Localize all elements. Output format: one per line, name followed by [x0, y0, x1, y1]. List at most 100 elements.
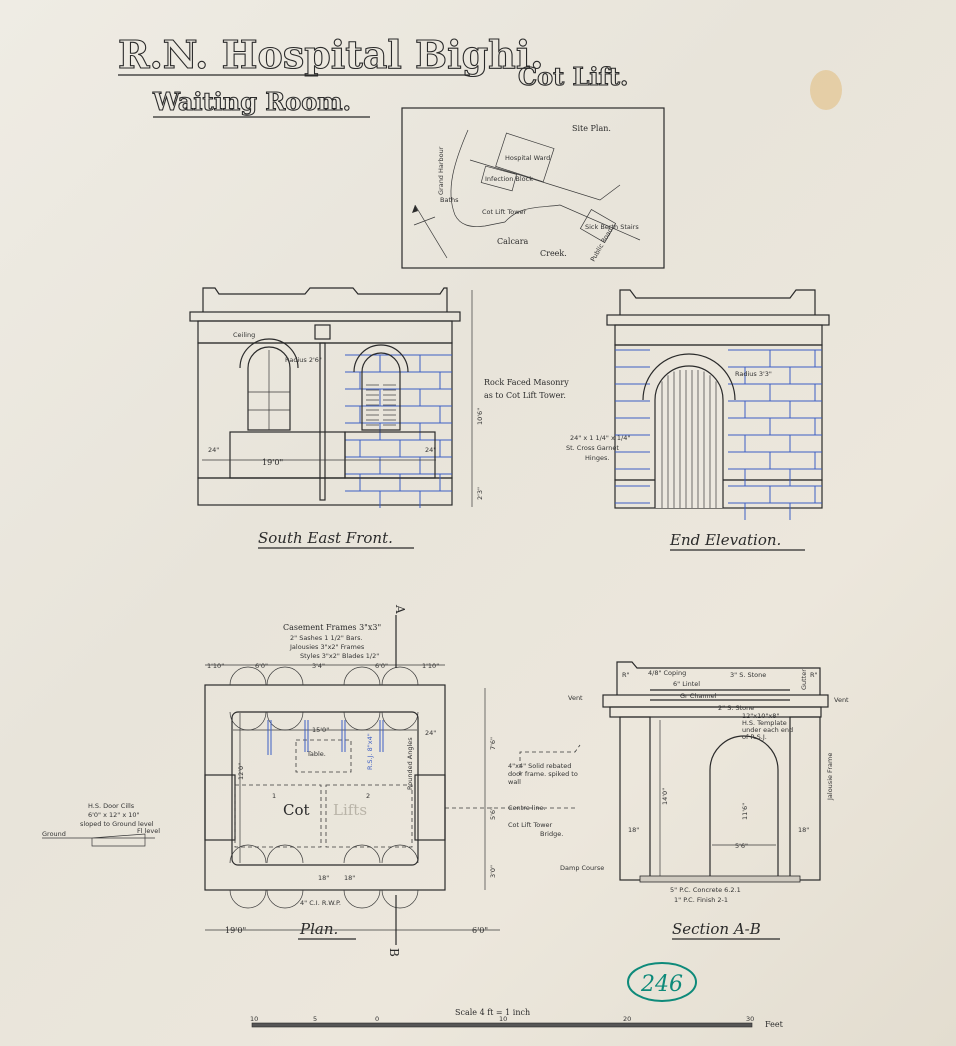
opening-dim: 5'6"	[735, 842, 748, 850]
scale-unit: Feet	[765, 1020, 784, 1029]
vent-right-label: Vent	[834, 696, 849, 704]
door-swing	[229, 666, 267, 686]
cot-lift-tower-label: Cot Lift Tower	[482, 208, 527, 216]
r-right-label: R"	[810, 671, 818, 679]
cot-label: Cot	[283, 801, 310, 819]
bridge-label-1: Cot Lift Tower	[508, 821, 553, 829]
rsj-note-1: 12"x10"x8"	[742, 712, 779, 720]
radius-label: Radius 2'6"	[285, 356, 322, 364]
rsj-note-2: H.S. Template	[742, 719, 787, 727]
overall-width-dimension: 19'0"	[225, 926, 246, 935]
damp-course-label: Damp Course	[560, 864, 604, 872]
concrete-label: 5" P.C. Concrete 6.2.1	[670, 886, 741, 894]
hinge-note-3: Hinges.	[585, 454, 609, 462]
section-height-dim: 14'0"	[661, 788, 669, 805]
ground-plan: Casement Frames 3"x3" 2" Sashes 1 1/2" B…	[42, 604, 581, 957]
hospital-ward-label: Hospital Ward	[505, 154, 550, 162]
masonry-note-1: Rock Faced Masonry	[484, 378, 569, 387]
door-swing	[229, 844, 267, 864]
scale-tick: 5	[313, 1015, 317, 1023]
finish-label: 1" P.C. Finish 2-1	[674, 896, 728, 904]
scale-tick: 0	[375, 1015, 379, 1023]
door-swing	[266, 711, 304, 731]
site-plan: Site Plan. Grand Harbour Hospital Ward I…	[401, 107, 665, 269]
depth-dimension: 12'0"	[237, 763, 245, 780]
sill-note-1: H.S. Door Cills	[88, 802, 135, 810]
sill-note-3: sloped to Ground level	[80, 820, 154, 828]
door-swing	[381, 711, 419, 731]
masonry-note-2: as to Cot Lift Tower.	[484, 391, 566, 400]
section-marker-b: B	[387, 948, 401, 957]
ceiling-label: Ceiling	[233, 331, 255, 339]
end-radius-label: Radius 3'3"	[735, 370, 772, 378]
arch-height-dim: 11'6"	[741, 803, 749, 820]
creek-label: Creek.	[540, 249, 567, 258]
pier-dim-right: 18"	[798, 826, 809, 834]
end-elevation-label: End Elevation.	[669, 531, 781, 549]
height-dimension: 10'6"	[476, 408, 484, 425]
scale-title: Scale 4 ft = 1 inch	[455, 1008, 530, 1017]
section-ab-label: Section A-B	[672, 920, 761, 938]
r-left-label: R"	[622, 671, 630, 679]
width-dimension: 19'0"	[262, 458, 283, 467]
section-marker-a: A	[393, 604, 407, 614]
stamp-number: 246	[640, 972, 683, 997]
door-swing	[381, 844, 419, 864]
frames-note-3: Jalousies 3"x2" Frames	[289, 643, 365, 651]
pier-dim-left: 18"	[628, 826, 639, 834]
scale-tick: 30	[746, 1015, 754, 1023]
right-dimension: 7'6"	[489, 737, 497, 750]
plan-label: Plan.	[299, 920, 338, 938]
rwp-label: 4" C.I. R.W.P.	[300, 899, 341, 907]
archive-stamp: 246	[627, 962, 697, 1002]
south-east-front-elevation: Ceiling Radius 2'6" 19'0" 24" 24" 10'6" …	[189, 287, 569, 549]
sick-berth-stairs-label: Sick Berth Stairs	[585, 223, 639, 231]
main-title: R.N. Hospital Bighi.	[118, 32, 543, 77]
coping-label: 4/8" Coping	[648, 669, 686, 677]
title-block: R.N. Hospital Bighi. Cot Lift. Waiting R…	[117, 31, 629, 118]
hinge-note-1: 24" x 1 1/4" x 1/4"	[570, 434, 630, 442]
door-note-1: 4"x4" Solid rebated	[508, 762, 571, 770]
grand-harbour-label: Grand Harbour	[437, 146, 445, 195]
door-swing	[343, 666, 381, 686]
right-dimension: 3'0"	[489, 865, 497, 878]
bridge-label-2: Bridge.	[540, 830, 563, 838]
subtitle: Waiting Room.	[152, 87, 351, 116]
door-swing	[343, 889, 381, 909]
lintel-label: 6" Lintel	[673, 680, 700, 688]
door-swing	[229, 889, 267, 909]
inner-width-dimension: 15'0"	[312, 726, 329, 734]
top-dim: 6'0"	[375, 662, 388, 670]
arched-gate	[654, 365, 724, 508]
cot-lift-title: Cot Lift.	[518, 62, 628, 91]
frames-note-4: Styles 3"x2" Blades 1/2"	[300, 652, 379, 660]
fl-level-label: Fl level	[137, 827, 160, 835]
rounded-angles-label: Rounded Angles	[406, 737, 414, 790]
end-elevation: Radius 3'3" 24" x 1 1/4" x 1/4" St. Cros…	[566, 289, 830, 551]
centre-line-label: Centre line.	[508, 804, 546, 812]
rain-water-pipe	[319, 342, 326, 501]
scale-tick: 20	[623, 1015, 631, 1023]
door-note-2: door frame. spiked to	[508, 770, 578, 778]
channel-label: Gr Channel	[680, 692, 717, 700]
top-dim: 3'4"	[312, 662, 325, 670]
gutter-label: Gutter	[800, 669, 808, 690]
door-swing	[229, 711, 267, 731]
rsj-note-3: under each end	[742, 726, 793, 734]
plinth-dimension: 2'3"	[476, 487, 484, 500]
bottom-dim: 18"	[344, 874, 355, 882]
lifts-label: Lifts	[333, 801, 367, 819]
calcara-label: Calcara	[497, 237, 529, 246]
section-a-b: 14'0" 11'6" 5'6" 4/8" Coping 3" S. Stone…	[560, 661, 849, 940]
door-swing	[343, 711, 381, 731]
frames-note-2: 2" Sashes 1 1/2" Bars.	[290, 634, 363, 642]
infection-block-label: Infection Block	[485, 175, 533, 183]
door-swing	[343, 844, 381, 864]
stone-3-label: 3" S. Stone	[730, 671, 766, 679]
bottom-dim: 18"	[318, 874, 329, 882]
north-arrow-icon	[414, 204, 448, 259]
casement-window	[247, 346, 291, 431]
hinge-note-2: St. Cross Garnet	[566, 444, 619, 452]
bridge-dimension: 6'0"	[472, 926, 488, 935]
